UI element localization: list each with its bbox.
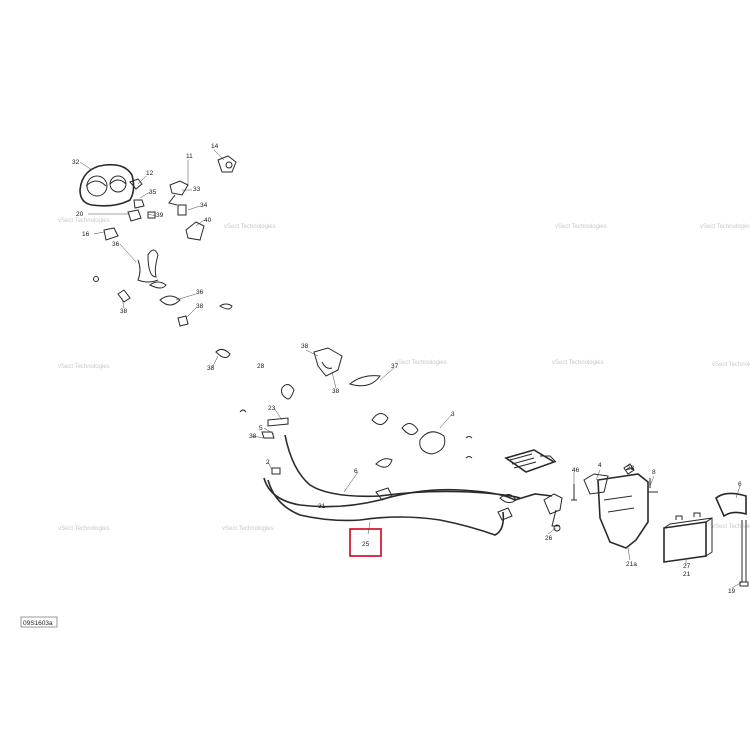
callout-label[interactable]: 6 (738, 481, 742, 488)
callout-label[interactable]: 14 (211, 143, 219, 150)
callout-label[interactable]: 38 (332, 388, 340, 395)
callout-label[interactable]: 37 (391, 363, 399, 370)
callout-label[interactable]: 38 (120, 308, 128, 315)
callout-label[interactable]: 8 (652, 469, 656, 476)
callout-label[interactable]: 23 (268, 405, 276, 412)
callout-label[interactable]: 38 (207, 365, 215, 372)
callout-label[interactable]: 28 (257, 363, 265, 370)
callout-label[interactable]: 38 (196, 303, 204, 310)
callout-label[interactable]: 2 (266, 459, 270, 466)
watermark: vSect Technologies (552, 360, 604, 366)
callout-label[interactable]: 46 (572, 467, 580, 474)
callout-label[interactable]: 40 (204, 217, 212, 224)
small-parts-cluster[interactable] (93, 155, 237, 327)
watermark: vSect Technologies (58, 218, 110, 224)
watermark: vSect Technologies (58, 364, 110, 370)
callout-label[interactable]: 11 (186, 153, 193, 160)
mid-parts[interactable] (215, 347, 473, 475)
callout-label[interactable]: 19 (728, 588, 736, 595)
wiring-harness[interactable] (263, 434, 553, 508)
battery[interactable] (663, 512, 713, 563)
watermark: vSect Technologies (222, 526, 274, 532)
callout-labels: 32 12 11 14 35 33 20 39 34 16 36 40 36 3… (72, 143, 742, 595)
callout-label[interactable]: 26 (545, 535, 553, 542)
watermark: vSect Technologies (700, 224, 750, 230)
callout-label[interactable]: 3 (451, 411, 455, 418)
callout-label[interactable]: 12 (146, 170, 154, 177)
callout-label[interactable]: 20 (76, 211, 84, 218)
positive-cable[interactable] (267, 479, 513, 536)
callout-label[interactable]: 31 (318, 503, 326, 510)
bolt-6[interactable] (623, 463, 651, 488)
callout-label[interactable]: 21a (626, 561, 637, 568)
instrument-cluster[interactable] (79, 163, 135, 207)
callout-label[interactable]: 4 (598, 462, 602, 469)
callout-label[interactable]: 32 (72, 159, 80, 166)
watermark: vSect Technologies (395, 360, 447, 366)
watermark: vSect Technologies (712, 362, 750, 368)
callout-label[interactable]: 6 (354, 468, 358, 475)
fuse-8[interactable] (571, 484, 577, 501)
callout-label[interactable]: 27 (683, 563, 691, 570)
callout-label[interactable]: 38 (249, 433, 257, 440)
callout-label[interactable]: 25 (362, 541, 370, 548)
callout-label[interactable]: 36 (196, 289, 204, 296)
callout-label[interactable]: 28 (627, 465, 635, 472)
reference-code-text: 09S1603a (23, 620, 53, 627)
callout-label[interactable]: 36 (112, 241, 120, 248)
voltage-regulator[interactable] (504, 449, 557, 473)
callout-label[interactable]: 39 (156, 212, 164, 219)
callout-label[interactable]: 33 (193, 186, 201, 193)
callout-label[interactable]: 38 (301, 343, 309, 350)
battery-strap[interactable] (739, 520, 749, 587)
bracket-26[interactable] (715, 492, 747, 518)
callout-label[interactable]: 34 (200, 202, 208, 209)
reference-code: 09S1603a (20, 616, 58, 628)
leader-lines (79, 149, 743, 589)
watermark: vSect Technologies (712, 524, 750, 530)
watermark: vSect Technologies (58, 526, 110, 532)
callout-label[interactable]: 16 (82, 231, 90, 238)
callout-label[interactable]: 21 (683, 571, 691, 578)
connector-25[interactable] (543, 493, 563, 532)
watermark: vSect Technologies (555, 224, 607, 230)
watermark: vSect Technologies (224, 224, 276, 230)
watermark-layer: vSect Technologies vSect Technologies vS… (58, 218, 750, 532)
battery-box[interactable] (583, 467, 658, 549)
callout-label[interactable]: 5 (259, 425, 263, 432)
callout-label[interactable]: 35 (149, 189, 157, 196)
highlight-box (349, 528, 382, 557)
